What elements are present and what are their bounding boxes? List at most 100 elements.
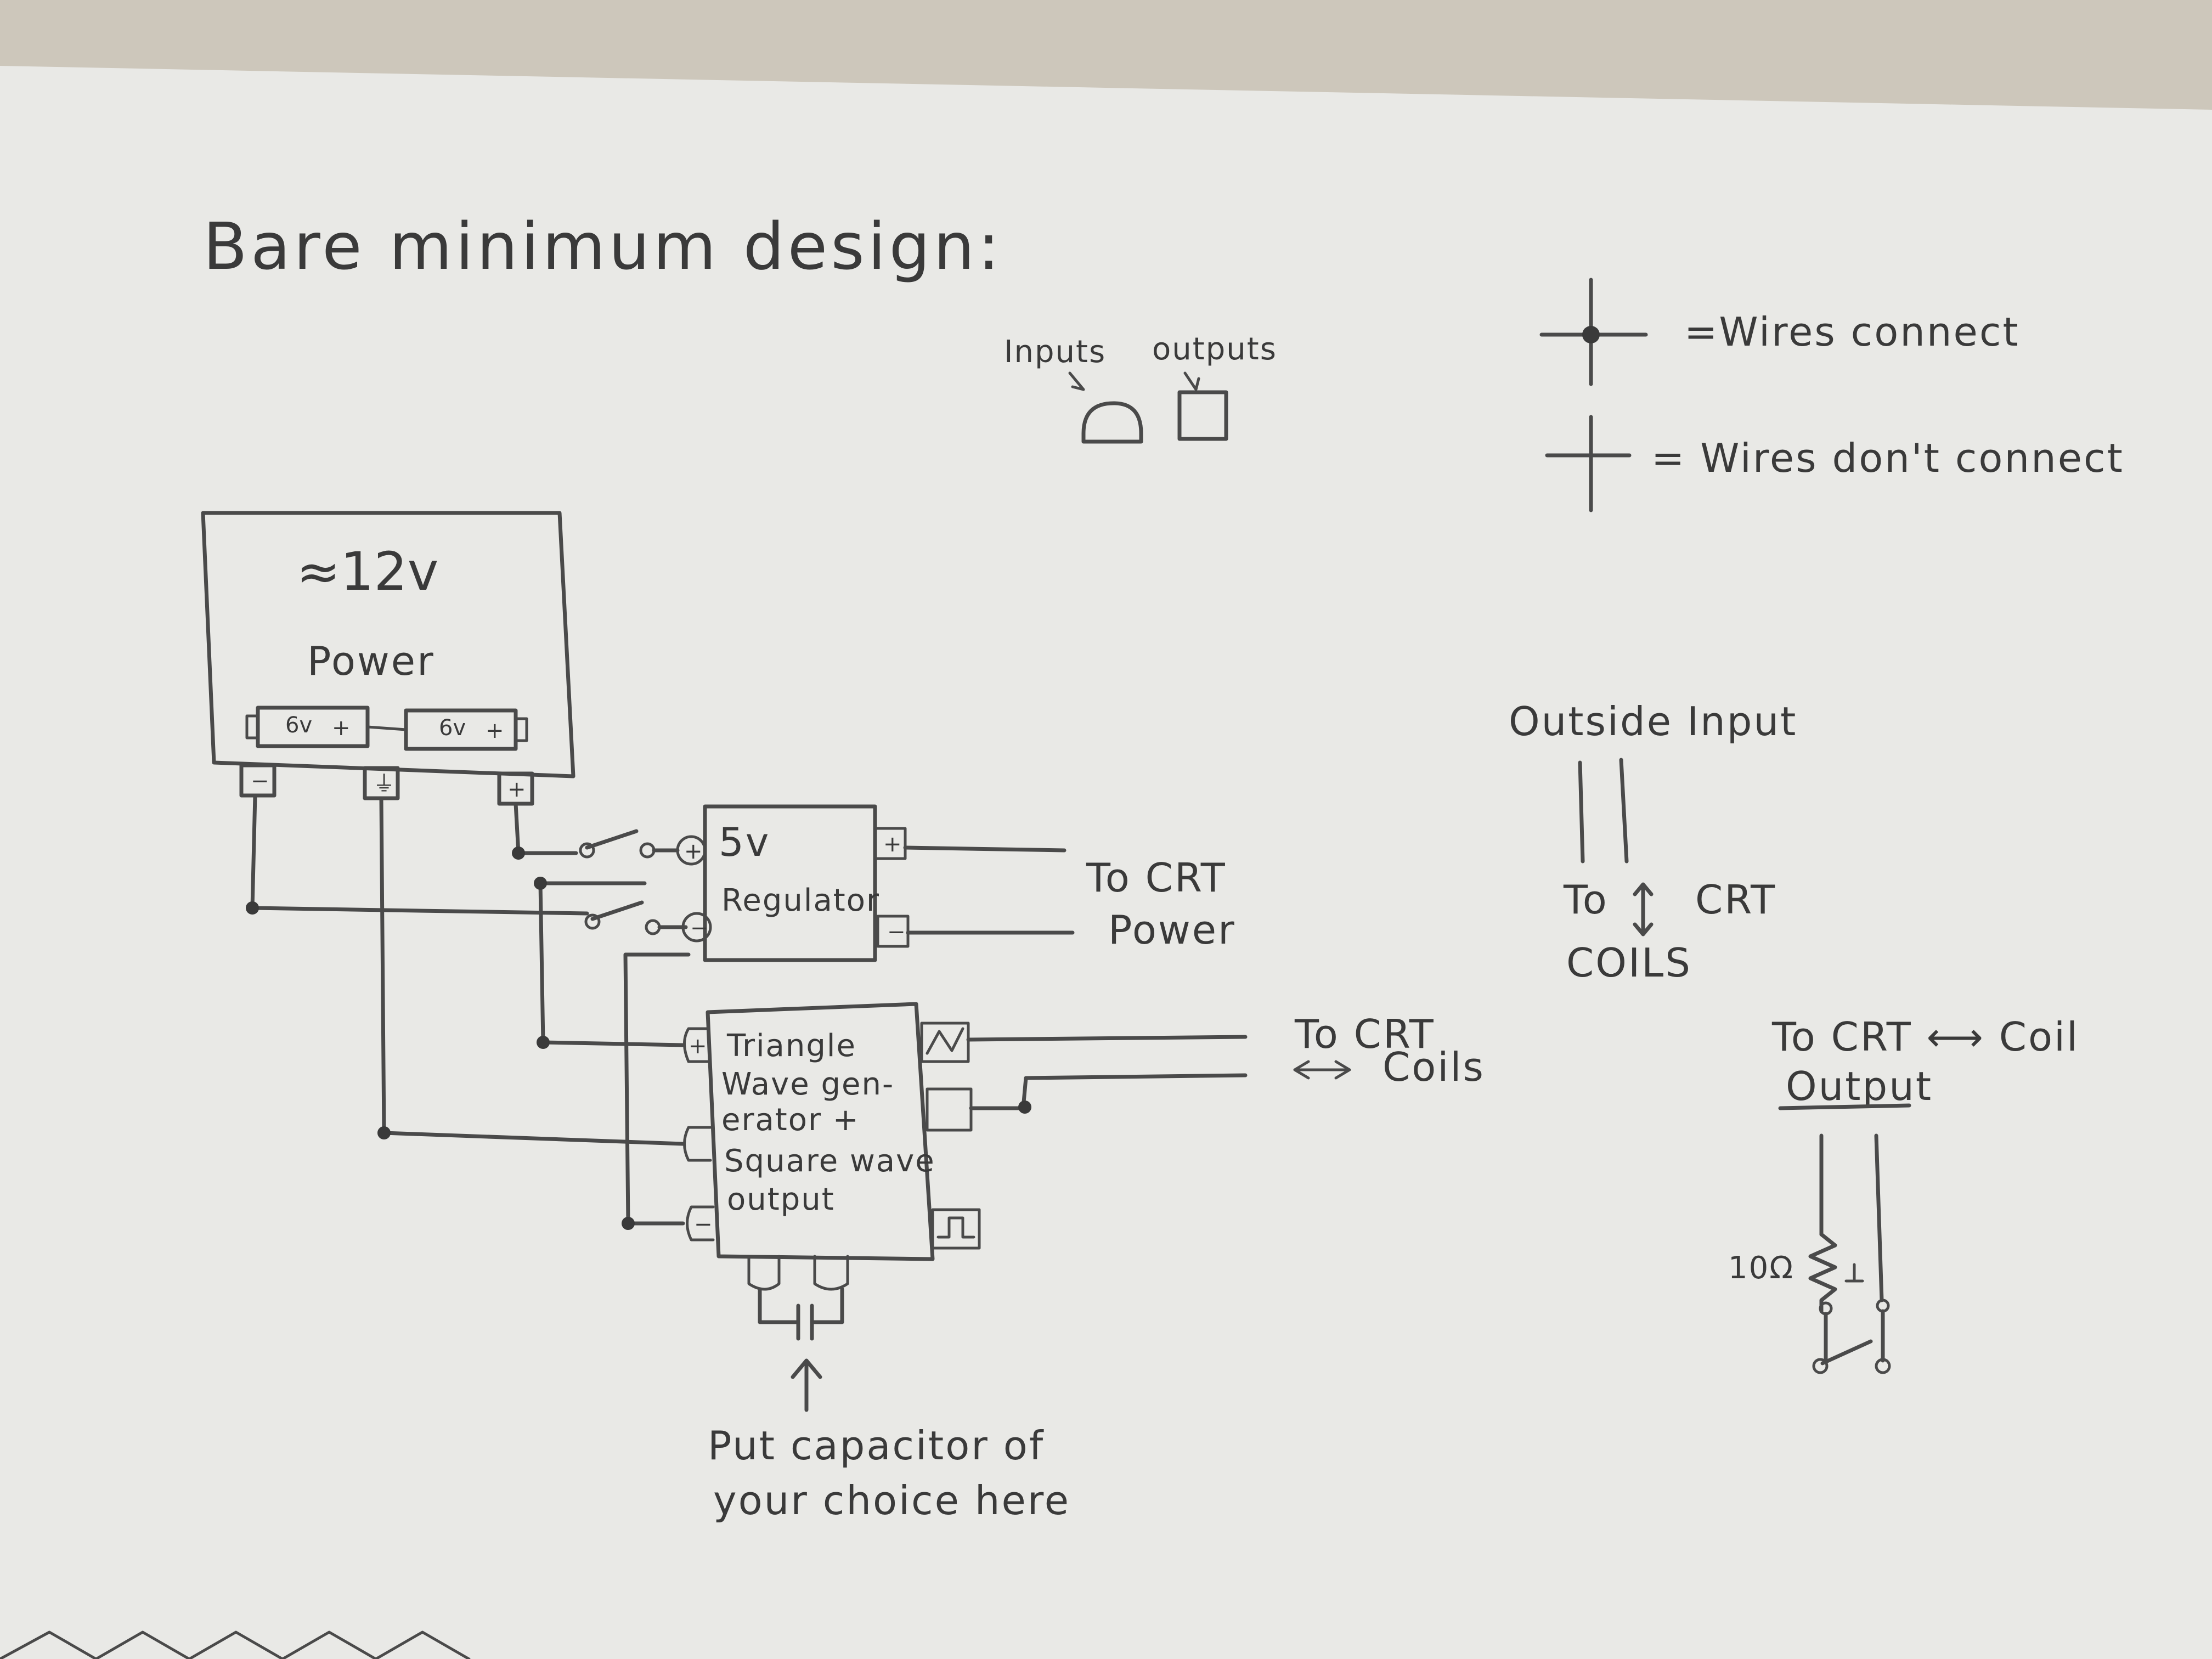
power-block: ≈12v Power 6v + 6v + − ⏚ + xyxy=(201,511,575,806)
wavegen-plus-symbol: + xyxy=(689,1034,707,1059)
input-arrow xyxy=(1068,371,1085,391)
up-arrow-icon xyxy=(791,1358,822,1412)
wave-generator-box xyxy=(706,1002,935,1261)
resistor-label: 10Ω xyxy=(1728,1250,1794,1286)
capacitor-note-line1: Put capacitor of xyxy=(708,1423,1045,1469)
wavegen-minus-input-icon xyxy=(686,1205,715,1242)
wavegen-minus-dot xyxy=(622,1217,635,1230)
wavegen-ground-input-icon xyxy=(683,1126,712,1162)
wires-dont-connect-label: = Wires don't connect xyxy=(1651,435,2124,481)
regulator-plus-input-symbol: + xyxy=(684,839,703,864)
outside-input-title: Outside Input xyxy=(1509,698,1797,744)
wavegen-minus-symbol: − xyxy=(694,1212,713,1237)
coil-output-section: To CRT ⟷ Coil Output 10Ω xyxy=(1728,1014,2079,1374)
to-crt-power-line1: To CRT xyxy=(1086,855,1227,901)
regulator-label: Regulator xyxy=(721,883,880,918)
regulator-plus-output-icon xyxy=(873,827,907,860)
outputs-label: outputs xyxy=(1152,331,1277,367)
battery-cell-1-cap xyxy=(245,714,259,740)
to-crt-coils-line2: Coils xyxy=(1383,1044,1485,1090)
inputs-label: Inputs xyxy=(1004,334,1106,370)
output-arrow xyxy=(1183,371,1200,391)
wire-legend: =Wires connect = Wires don't connect xyxy=(1539,278,2124,512)
ground-junction-dot xyxy=(377,1126,391,1139)
coil-wire-bottom xyxy=(969,1073,1248,1110)
switch-1-contact-a xyxy=(579,842,595,859)
regulator-block: 5v Regulator + − + − xyxy=(676,804,1075,962)
coil-output-line2: Output xyxy=(1786,1063,1933,1109)
wavegen-plus-input-icon xyxy=(683,1027,709,1063)
square-output-icon xyxy=(931,1208,981,1250)
wavegen-line4: Square wave xyxy=(724,1143,935,1179)
wavegen-line2: Wave gen- xyxy=(721,1066,894,1102)
power-label: Power xyxy=(307,638,435,684)
switched-minus-wire xyxy=(623,952,691,1226)
coil-output-underline xyxy=(1778,1103,1911,1110)
battery-cell-1-label: 6v xyxy=(285,713,312,738)
wires-connect-label: =Wires connect xyxy=(1684,309,2020,355)
cap-lead-left xyxy=(758,1287,800,1324)
coil-switch-pivot xyxy=(1812,1358,1829,1374)
coil-wire-top xyxy=(966,1035,1248,1042)
switched-plus-wire xyxy=(538,881,685,1047)
triangle-output-icon xyxy=(920,1022,970,1063)
coil-output-right-wire xyxy=(1874,1133,1884,1302)
power-box xyxy=(201,511,575,778)
outside-input-wire-2 xyxy=(1619,758,1629,864)
cap-lead-right xyxy=(810,1287,844,1324)
coil-switch-terminal xyxy=(1875,1358,1891,1374)
power-voltage-label: ≈12v xyxy=(296,541,438,602)
power-minus-terminal xyxy=(239,763,276,798)
wavegen-line1: Triangle xyxy=(726,1028,856,1064)
regulator-plus-input-icon xyxy=(676,835,707,866)
paper-sheet xyxy=(0,66,2212,1659)
input-symbol-icon xyxy=(1081,401,1143,444)
outside-input-to: To xyxy=(1563,877,1609,923)
regulator-minus-output-symbol: − xyxy=(887,919,906,945)
coil-junction-dot xyxy=(1018,1101,1031,1114)
wavegen-line3: erator + xyxy=(721,1102,860,1138)
coil-switch-lever xyxy=(1820,1339,1873,1365)
power-minus-symbol: − xyxy=(251,769,269,794)
battery-cell-1-plus: + xyxy=(332,715,351,741)
updown-arrow-icon xyxy=(1633,882,1654,936)
wave-generator-block: Triangle Wave gen- erator + Square wave … xyxy=(683,1002,1248,1341)
outside-input-wire-1 xyxy=(1578,760,1585,864)
power-plus-symbol: + xyxy=(507,777,526,802)
page-title: Bare minimum design: xyxy=(203,208,1003,284)
battery-cell-2-cap xyxy=(514,717,528,742)
outside-input-crt: CRT xyxy=(1695,877,1776,923)
bidirectional-arrow-icon xyxy=(1293,1060,1351,1080)
outside-input-section: Outside Input To CRT COILS xyxy=(1509,698,1797,986)
regulator-minus-input-icon xyxy=(681,912,712,943)
crt-power-plus-wire xyxy=(903,845,1066,853)
to-crt-coils-line1: To CRT xyxy=(1294,1011,1435,1057)
to-crt-power-line2: Power xyxy=(1108,907,1236,953)
regulator-box xyxy=(703,804,877,962)
coil-output-line1: To CRT ⟷ Coil xyxy=(1771,1014,2079,1060)
battery-link xyxy=(366,725,408,731)
regulator-minus-input-symbol: − xyxy=(690,916,709,941)
cap-pin-right-icon xyxy=(813,1255,849,1291)
capacitor-note-line2: your choice here xyxy=(713,1477,1070,1523)
switch-1-lever xyxy=(585,829,639,850)
switch-tab-icon xyxy=(1844,1263,1864,1283)
plus-junction-dot xyxy=(512,847,525,860)
battery-cell-2-plus: + xyxy=(486,718,504,743)
wavegen-line5: output xyxy=(727,1182,835,1217)
power-ground-symbol: ⏚ xyxy=(373,771,395,797)
battery-cell-2-label: 6v xyxy=(439,715,466,741)
decorative-scallops xyxy=(0,1630,471,1659)
minus-junction-dot xyxy=(246,901,259,915)
outside-input-coils: COILS xyxy=(1566,940,1692,986)
square-wave-icon xyxy=(936,1216,975,1239)
resistor-icon xyxy=(1808,1232,1837,1313)
switch-2-lever xyxy=(590,900,644,921)
triangle-wave-icon xyxy=(926,1027,964,1055)
regulator-plus-output-symbol: + xyxy=(883,832,902,857)
power-wiring xyxy=(246,793,691,1230)
wavegen-plus-dot xyxy=(537,1036,550,1049)
switched-plus-dot xyxy=(534,877,547,890)
switch-2-contact-a xyxy=(584,913,601,930)
